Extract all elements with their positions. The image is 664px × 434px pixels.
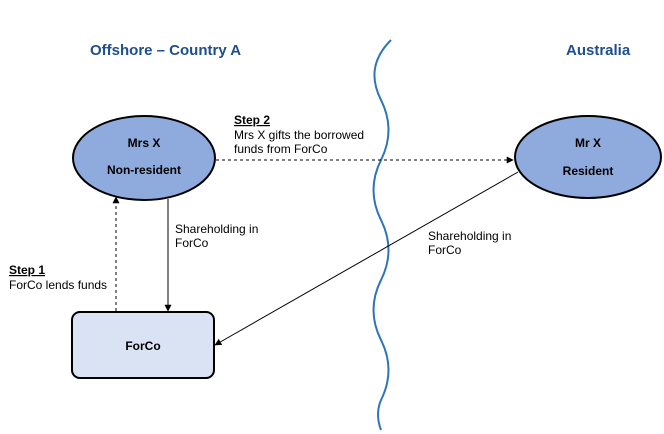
mr-x-shareholding-arrow	[214, 171, 519, 346]
step2-title: Step 2	[234, 113, 270, 127]
australia-region-title: Australia	[566, 42, 631, 59]
mrs-x-name: Mrs X	[128, 136, 161, 150]
step2-text-line1: Mrs X gifts the borrowed	[234, 128, 364, 142]
mr-x-node: Mr X Resident	[514, 115, 662, 199]
mrs-x-shareholding-label-line1: Shareholding in	[175, 222, 258, 236]
mrs-x-status: Non-resident	[107, 163, 181, 177]
step1-title: Step 1	[9, 263, 45, 277]
forco-node: ForCo	[71, 311, 215, 379]
mr-x-status: Resident	[563, 164, 614, 178]
jurisdiction-border-wave	[372, 39, 392, 431]
forco-name: ForCo	[125, 339, 160, 353]
offshore-region-title: Offshore – Country A	[90, 42, 241, 59]
step1-text: ForCo lends funds	[9, 278, 107, 292]
step2-text-line2: funds from ForCo	[234, 142, 328, 156]
mrs-x-shareholding-label-line2: ForCo	[175, 236, 209, 250]
mr-x-shareholding-label-line2: ForCo	[428, 243, 462, 257]
mrs-x-node: Mrs X Non-resident	[72, 115, 216, 201]
mr-x-name: Mr X	[575, 136, 601, 150]
mr-x-shareholding-label-line1: Shareholding in	[428, 229, 511, 243]
